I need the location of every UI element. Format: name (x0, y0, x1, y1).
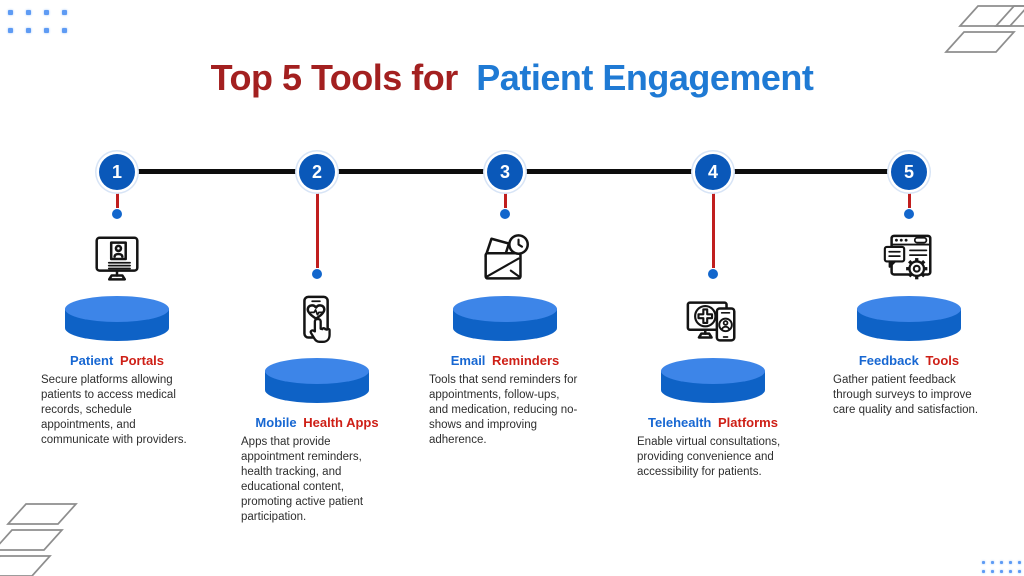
item-title-blue: Email (450, 353, 486, 368)
connector-dot (708, 269, 718, 279)
step-badge-4: 4 (695, 154, 731, 190)
connector-line (711, 190, 715, 268)
timeline-item-mobile-health-apps: 2 Mobile Health Apps Apps that provide a… (237, 154, 397, 525)
step-number: 5 (903, 161, 914, 182)
item-title-red: Platforms (718, 415, 778, 430)
item-description: Tools that send reminders for appointmen… (429, 374, 578, 446)
connector-dot (312, 269, 322, 279)
item-title: Patient Portals (70, 353, 164, 368)
connector-dot (112, 209, 122, 219)
email-reminders-icon (476, 231, 534, 289)
cylinder-platform (857, 295, 961, 343)
patient-portals-icon (88, 231, 146, 289)
corner-dots-decoration-top-left (8, 10, 67, 33)
step-number: 1 (111, 161, 122, 182)
cylinder-platform (453, 295, 557, 343)
corner-dots-decoration-bottom-right (982, 561, 1021, 573)
step-badge-2: 2 (299, 154, 335, 190)
connector-line (907, 190, 911, 208)
page-title: Top 5 Tools for Patient Engagement (0, 57, 1024, 99)
feedback-tools-icon (880, 231, 938, 289)
step-badge-1: 1 (99, 154, 135, 190)
connector-dot (500, 209, 510, 219)
item-title-blue: Telehealth (648, 415, 712, 430)
item-title-blue: Mobile (255, 415, 297, 430)
cylinder-platform (65, 295, 169, 343)
item-description: Gather patient feedback through surveys … (833, 374, 979, 416)
item-title-red: Tools (925, 353, 960, 368)
mobile-health-apps-icon (288, 293, 346, 351)
item-title: Telehealth Platforms (648, 415, 778, 430)
item-title-red: Reminders (492, 353, 560, 368)
connector-line (315, 190, 319, 268)
timeline-item-email-reminders: 3 Email Reminders Tools that send remind… (425, 154, 585, 448)
connector-line (503, 190, 507, 208)
item-title-red: Health Apps (303, 415, 379, 430)
telehealth-platforms-icon (684, 293, 742, 351)
step-badge-5: 5 (891, 154, 927, 190)
item-title: Feedback Tools (859, 353, 959, 368)
item-title-blue: Feedback (858, 353, 919, 368)
timeline-item-telehealth-platforms: 4 Telehealth (633, 154, 793, 480)
cylinder-platform (661, 357, 765, 405)
connector-dot (904, 209, 914, 219)
item-title-blue: Patient (69, 353, 114, 368)
timeline-item-patient-portals: 1 Patien (37, 154, 197, 448)
title-part-blue: Patient Engagement (476, 57, 814, 98)
step-badge-3: 3 (487, 154, 523, 190)
corner-hatch-decoration-top-right (944, 5, 1024, 53)
connector-line (115, 190, 119, 208)
step-number: 3 (499, 161, 510, 182)
title-part-red: Top 5 Tools for (210, 57, 459, 98)
step-number: 4 (707, 161, 718, 182)
timeline-item-feedback-tools: 5 (829, 154, 989, 418)
item-description: Enable virtual consultations, providing … (637, 436, 781, 478)
item-title: Mobile Health Apps (255, 415, 378, 430)
step-number: 2 (311, 161, 322, 182)
item-title: Email Reminders (451, 353, 560, 368)
item-title-red: Portals (119, 353, 165, 368)
corner-hatch-decoration-bottom-left (0, 503, 78, 576)
cylinder-platform (265, 357, 369, 405)
item-description: Secure platforms allowing patients to ac… (41, 374, 187, 446)
item-description: Apps that provide appointment reminders,… (241, 436, 364, 523)
